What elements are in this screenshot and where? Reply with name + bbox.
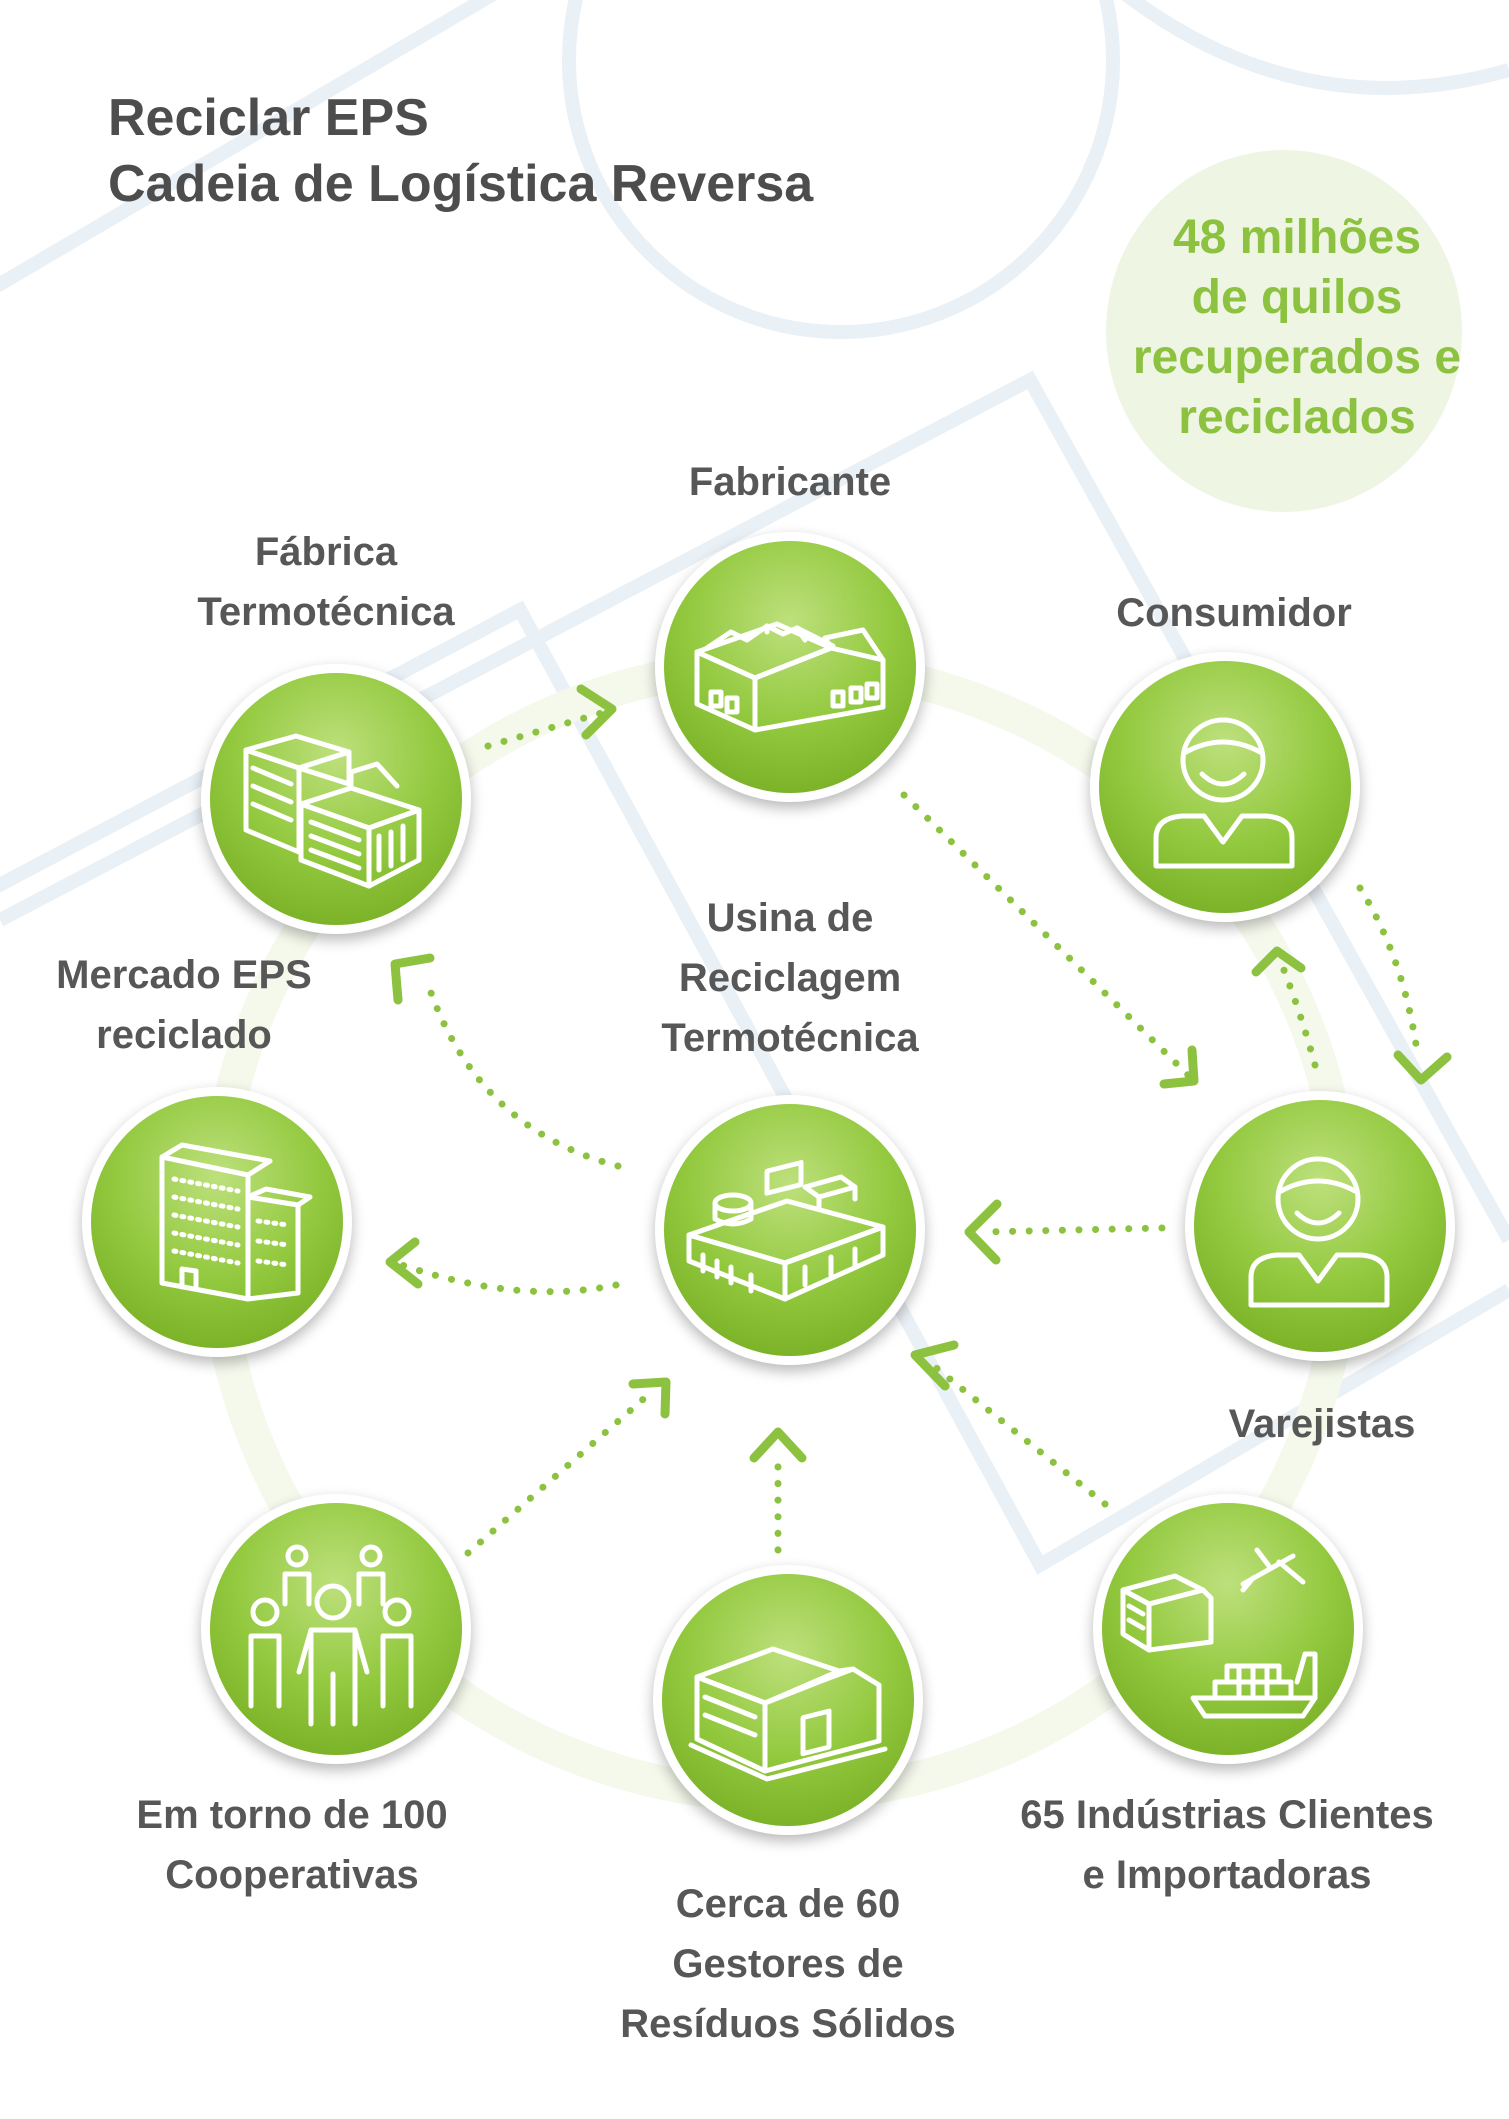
label-line: Termotécnica bbox=[197, 590, 455, 634]
label-line: Resíduos Sólidos bbox=[620, 2002, 956, 2046]
node-disc bbox=[1099, 661, 1351, 913]
node-consumidor bbox=[1090, 652, 1360, 922]
label-line: Cooperativas bbox=[165, 1853, 419, 1897]
factory-icon bbox=[694, 621, 886, 733]
arrow-varejistas-to-consumidor bbox=[1276, 956, 1319, 1069]
title-line-2: Cadeia de Logística Reversa bbox=[108, 155, 814, 213]
stat-line: 48 milhões bbox=[1172, 211, 1422, 264]
arrowhead-to-usina-right bbox=[964, 1199, 1002, 1265]
person-icon bbox=[1248, 1156, 1390, 1308]
label-line: Mercado EPS bbox=[56, 953, 312, 997]
node-disc bbox=[662, 1574, 914, 1826]
label-line: Termotécnica bbox=[661, 1016, 919, 1060]
stat-line: recuperados e bbox=[1132, 331, 1462, 384]
node-industrias bbox=[1093, 1494, 1363, 1764]
arrow-varejistas-to-usina bbox=[978, 1224, 1166, 1236]
arrow-industrias-to-usina bbox=[931, 1363, 1109, 1508]
arrow-usina-to-mercado-lower bbox=[398, 1261, 620, 1296]
node-varejistas bbox=[1185, 1091, 1455, 1361]
node-disc bbox=[664, 541, 916, 793]
node-disc bbox=[1194, 1100, 1446, 1352]
label-gestores: Cerca de 60 Gestores de Resíduos Sólidos bbox=[620, 1874, 956, 2054]
arrow-cooperativas-to-usina bbox=[464, 1391, 652, 1557]
label-line: Varejistas bbox=[1228, 1402, 1416, 1446]
arrowhead-from-cooperativas bbox=[628, 1377, 671, 1419]
arrow-fabricante-to-varejistas bbox=[900, 791, 1192, 1079]
label-line: Gestores de bbox=[672, 1942, 904, 1986]
stat-bubble: 48 milhões de quilos recuperados e recic… bbox=[1106, 150, 1462, 512]
label-line: Usina de bbox=[706, 896, 874, 940]
arrow-usina-to-mercado-upper bbox=[426, 986, 622, 1170]
industrial-buildings-icon bbox=[243, 733, 422, 889]
label-line: reciclado bbox=[96, 1013, 272, 1057]
node-fabricante bbox=[655, 532, 925, 802]
arrowhead-to-mercado-lower bbox=[385, 1237, 423, 1289]
stat-line: de quilos bbox=[1191, 271, 1403, 324]
label-fabrica-termotecnica: Fábrica Termotécnica bbox=[197, 522, 454, 642]
node-mercado bbox=[82, 1087, 352, 1357]
label-consumidor: Consumidor bbox=[1116, 583, 1352, 643]
warehouse-icon bbox=[688, 1646, 888, 1782]
node-gestores bbox=[653, 1565, 923, 1835]
label-line: e Importadoras bbox=[1082, 1853, 1372, 1897]
label-cooperativas: Em torno de 100 Cooperativas bbox=[136, 1785, 447, 1905]
label-usina: Usina de Reciclagem Termotécnica bbox=[661, 888, 918, 1068]
node-usina bbox=[655, 1095, 925, 1365]
group-of-people-icon bbox=[248, 1544, 414, 1727]
label-fabricante: Fabricante bbox=[689, 452, 891, 512]
arrowhead-to-consumidor bbox=[1251, 946, 1306, 977]
stat-text: 48 milhões de quilos recuperados e recic… bbox=[1132, 208, 1462, 448]
stat-line: reciclados bbox=[1178, 391, 1416, 444]
label-line: 65 Indústrias Clientes bbox=[1020, 1793, 1434, 1837]
label-line: Fabricante bbox=[688, 460, 892, 504]
label-line: Reciclagem bbox=[678, 956, 902, 1000]
node-cooperativas bbox=[201, 1494, 471, 1764]
node-disc bbox=[210, 673, 462, 925]
label-mercado: Mercado EPS reciclado bbox=[56, 945, 312, 1065]
arrowhead-consumidor-to-varejistas bbox=[1393, 1050, 1452, 1085]
logistics-icon bbox=[1120, 1547, 1318, 1719]
node-fabrica-termotecnica bbox=[201, 664, 471, 934]
title-line-1: Reciclar EPS bbox=[108, 89, 429, 147]
arrowhead-from-industrias bbox=[910, 1340, 959, 1391]
label-line: Consumidor bbox=[1116, 591, 1352, 635]
arrowhead-to-varejistas bbox=[1159, 1045, 1199, 1089]
arrow-consumidor-to-varejistas bbox=[1356, 884, 1422, 1062]
arrowhead-to-mercado-upper bbox=[390, 953, 435, 1005]
arrow-fabrica-to-fabricante bbox=[484, 708, 609, 750]
label-line: Cerca de 60 bbox=[675, 1882, 901, 1926]
label-varejistas: Varejistas bbox=[1229, 1394, 1416, 1454]
label-line: Em torno de 100 bbox=[136, 1793, 448, 1837]
arrowhead-to-fabricante bbox=[576, 684, 617, 740]
person-icon bbox=[1153, 717, 1295, 869]
recycling-plant-icon bbox=[686, 1160, 886, 1302]
arrowhead-from-gestores bbox=[749, 1427, 807, 1463]
office-building-icon bbox=[159, 1142, 313, 1302]
label-industrias: 65 Indústrias Clientes e Importadoras bbox=[1020, 1785, 1433, 1905]
label-line: Fábrica bbox=[254, 530, 398, 574]
page-title: Reciclar EPS Cadeia de Logística Reversa bbox=[108, 85, 813, 217]
